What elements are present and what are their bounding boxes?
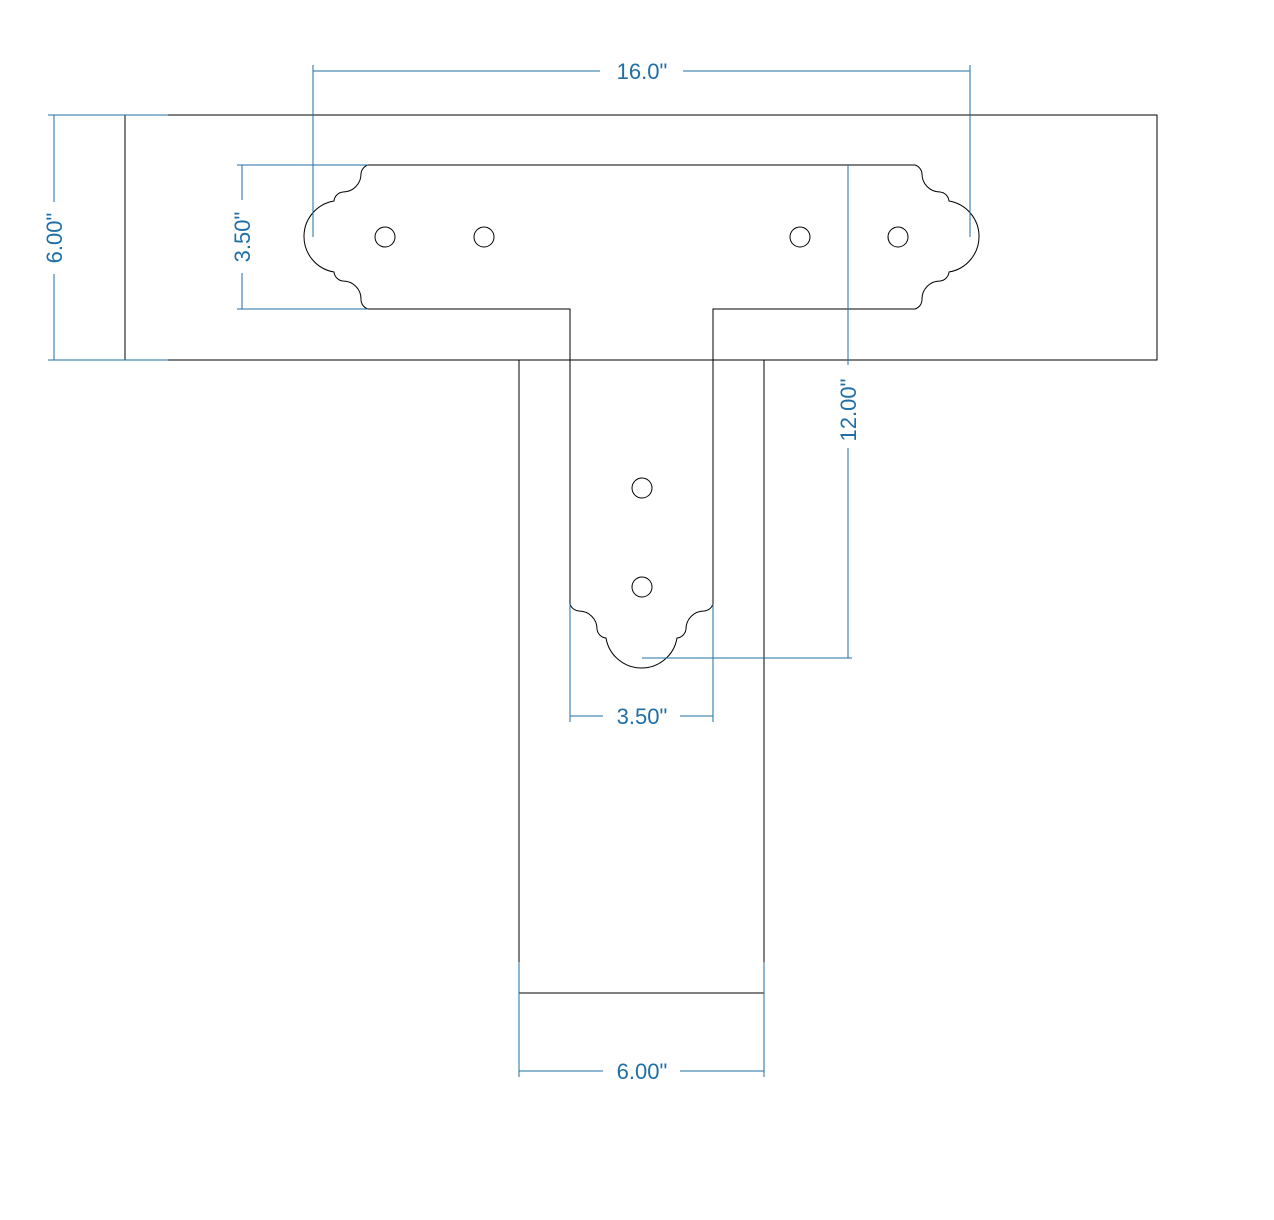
vertical-post bbox=[518, 359, 765, 994]
dimension-plate-leg-length: 12.00" bbox=[642, 165, 861, 659]
dimension-label-post-width: 6.00" bbox=[617, 1059, 668, 1084]
dimension-label-plate-leg-width: 3.50" bbox=[617, 704, 668, 729]
bolt-hole bbox=[887, 226, 909, 248]
t-bracket-plate bbox=[303, 164, 980, 669]
bolt-hole bbox=[631, 477, 653, 499]
dimension-beam-height: 6.00" bbox=[42, 114, 168, 361]
bolt-hole bbox=[789, 226, 811, 248]
bolt-hole bbox=[374, 226, 396, 248]
dimension-label-plate-length: 16.0" bbox=[617, 59, 668, 84]
horizontal-beam bbox=[124, 114, 1158, 361]
dimension-label-plate-leg-length: 12.00" bbox=[836, 379, 861, 442]
bolt-hole bbox=[631, 576, 653, 598]
dimension-label-plate-top-width: 3.50" bbox=[230, 212, 255, 263]
dimension-post-width: 6.00" bbox=[518, 962, 765, 1084]
dimension-plate-top-width: 3.50" bbox=[230, 164, 368, 310]
dimension-plate-length: 16.0" bbox=[312, 59, 971, 237]
bolt-hole bbox=[473, 226, 495, 248]
dimension-plate-leg-width: 3.50" bbox=[569, 604, 714, 729]
dimension-label-beam-height: 6.00" bbox=[42, 213, 67, 264]
